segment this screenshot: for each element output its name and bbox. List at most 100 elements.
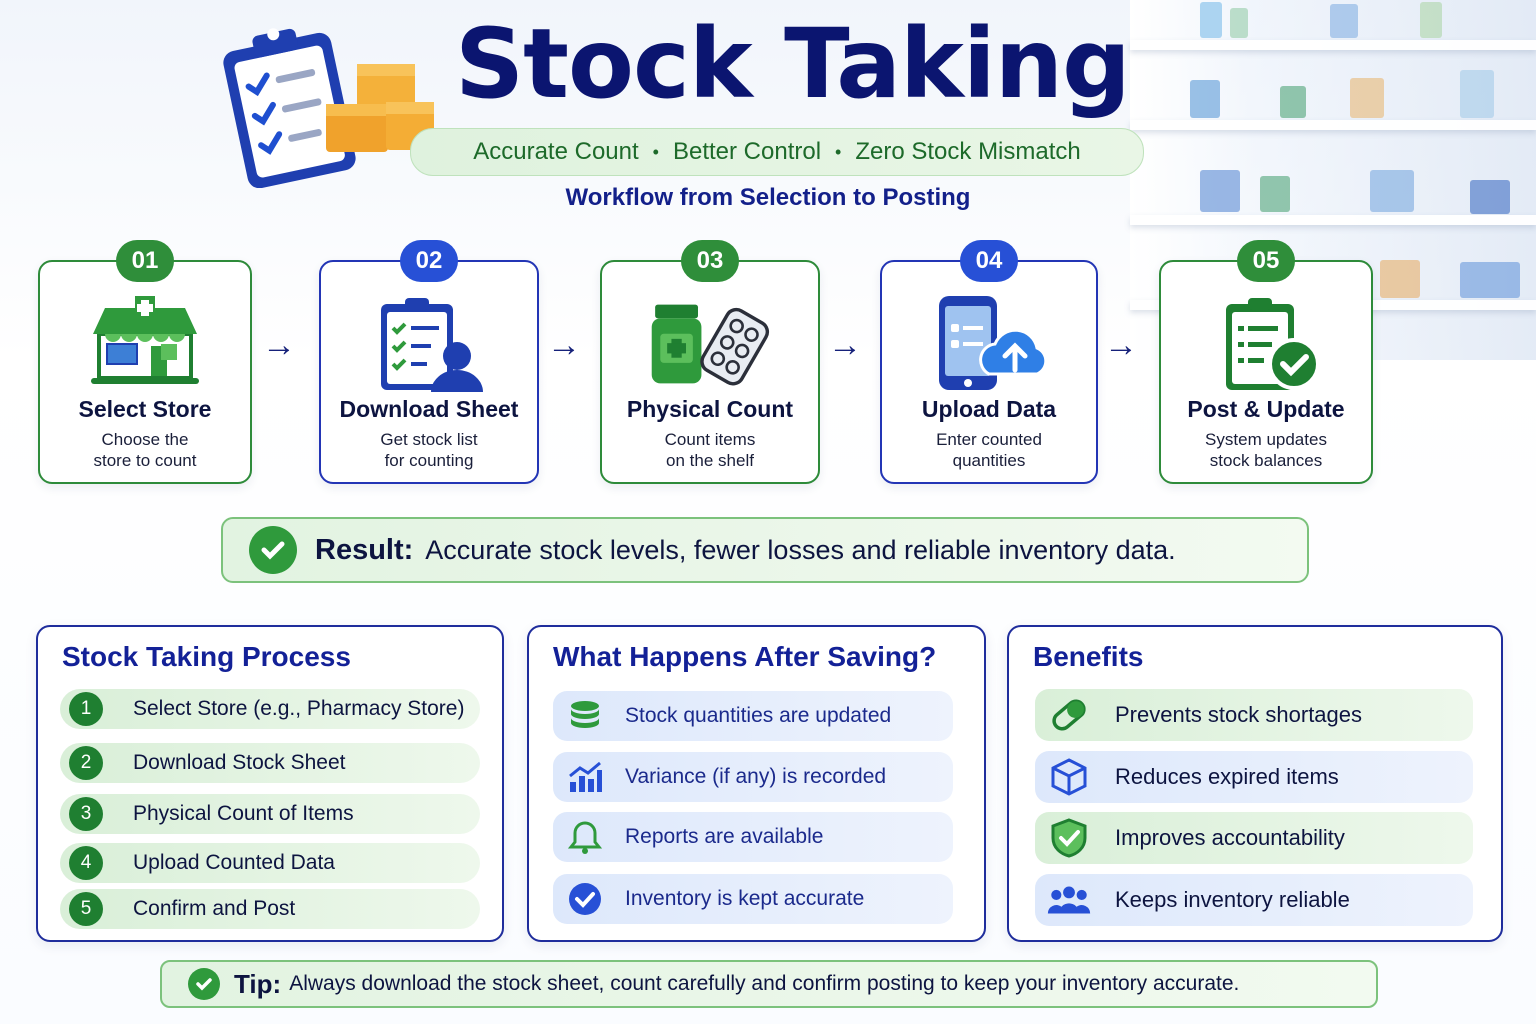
step-description: Count items on the shelf: [602, 429, 818, 471]
box-icon: [1047, 757, 1091, 797]
process-item-text: Confirm and Post: [133, 897, 296, 920]
page-title: Stock Taking: [455, 8, 1131, 120]
arrow-right-icon: →: [828, 326, 862, 364]
process-item: 3 Physical Count of Items: [60, 794, 480, 834]
process-item-text: Physical Count of Items: [133, 802, 354, 825]
clipboard-check-icon: [1226, 298, 1320, 390]
step-description-line: for counting: [384, 451, 474, 470]
pill-icon: [1047, 695, 1091, 735]
step-card-upload-data: 04 Upload Data Enter counted quantities: [880, 240, 1098, 484]
medicine-icon: [651, 304, 770, 386]
step-number-badge: 01: [116, 240, 174, 282]
check-circle-icon: [567, 881, 603, 917]
step-name: Download Sheet: [339, 396, 519, 422]
benefit-item-text: Improves accountability: [1115, 825, 1345, 850]
clipboard-boxes-logo-icon: [223, 28, 434, 188]
process-item-number: 5: [69, 892, 103, 926]
process-item: 2 Download Stock Sheet: [60, 743, 480, 783]
panel-title: Benefits: [1033, 641, 1144, 672]
process-item: 5 Confirm and Post: [60, 889, 480, 929]
step-number-badge: 04: [960, 240, 1018, 282]
panel-title: Stock Taking Process: [62, 641, 351, 672]
check-circle-icon: [188, 968, 220, 1000]
step-description-line: store to count: [93, 451, 197, 470]
after-saving-item: Reports are available: [553, 812, 953, 862]
benefit-item: Improves accountability: [1035, 812, 1473, 864]
process-item-text: Upload Counted Data: [133, 851, 335, 874]
step-description-line: stock balances: [1209, 451, 1323, 470]
after-saving-item-text: Stock quantities are updated: [625, 704, 892, 727]
chart-icon: [567, 759, 603, 795]
tagline-separator: •: [835, 141, 842, 162]
page-subtitle: Workflow from Selection to Posting: [565, 184, 971, 211]
after-saving-item: Variance (if any) is recorded: [553, 752, 953, 802]
step-description-line: quantities: [952, 451, 1026, 470]
benefit-item: Keeps inventory reliable: [1035, 874, 1473, 926]
after-saving-item-text: Reports are available: [625, 825, 824, 848]
shield-check-icon: [1047, 818, 1091, 858]
step-name: Physical Count: [626, 396, 794, 422]
tip-text: Always download the stock sheet, count c…: [289, 972, 1240, 995]
step-description-line: System updates: [1205, 430, 1327, 449]
benefit-item-text: Reduces expired items: [1115, 764, 1339, 789]
after-saving-item-text: Inventory is kept accurate: [625, 887, 865, 910]
after-saving-item: Stock quantities are updated: [553, 691, 953, 741]
tagline-item-1: Accurate Count: [473, 138, 639, 165]
after-saving-item-text: Variance (if any) is recorded: [625, 765, 887, 788]
after-saving-item: Inventory is kept accurate: [553, 874, 953, 924]
step-description-line: Enter counted: [936, 430, 1042, 449]
step-description: Choose the store to count: [40, 429, 250, 471]
step-number-badge: 05: [1237, 240, 1295, 282]
tagline-separator: •: [652, 141, 659, 162]
database-icon: [567, 698, 603, 734]
process-item-text: Select Store (e.g., Pharmacy Store): [133, 697, 465, 720]
process-item-number: 3: [69, 797, 103, 831]
step-description-line: Choose the: [101, 430, 189, 449]
arrow-right-icon: →: [262, 326, 296, 364]
benefits-panel: Benefits Prevents stock shortages Reduce…: [1007, 625, 1503, 942]
panel-title: What Happens After Saving?: [553, 641, 937, 672]
benefit-item-text: Prevents stock shortages: [1115, 702, 1363, 727]
result-label: Result:: [315, 533, 414, 566]
process-panel: Stock Taking Process 1 Select Store (e.g…: [36, 625, 504, 942]
process-item-number: 1: [69, 692, 103, 726]
bell-icon: [567, 819, 603, 855]
result-banner: Result: Accurate stock levels, fewer los…: [221, 517, 1309, 583]
store-icon: [91, 296, 199, 384]
check-circle-icon: [249, 526, 297, 574]
step-card-download-sheet: 02 Download Sheet Get stock list for cou…: [319, 240, 539, 484]
tagline-item-3: Zero Stock Mismatch: [855, 138, 1081, 165]
step-card-select-store: 01 Select Store Choose the store to coun…: [38, 240, 252, 484]
arrow-right-icon: →: [547, 326, 581, 364]
phone-upload-icon: [939, 296, 1048, 390]
step-name: Upload Data: [921, 396, 1057, 422]
step-description: Enter counted quantities: [882, 429, 1096, 471]
benefit-item: Reduces expired items: [1035, 751, 1473, 803]
benefit-item: Prevents stock shortages: [1035, 689, 1473, 741]
process-item-number: 2: [69, 746, 103, 780]
arrow-right-icon: →: [1104, 326, 1138, 364]
tagline-pill: Accurate Count • Better Control • Zero S…: [410, 128, 1144, 176]
step-number-badge: 02: [400, 240, 458, 282]
step-description-line: Get stock list: [380, 430, 478, 449]
process-item-text: Download Stock Sheet: [133, 751, 346, 774]
step-name: Select Store: [78, 396, 212, 422]
process-item: 1 Select Store (e.g., Pharmacy Store): [60, 689, 480, 729]
step-name: Post & Update: [1187, 396, 1345, 422]
step-number-badge: 03: [681, 240, 739, 282]
tip-label: Tip:: [234, 968, 282, 999]
after-saving-panel: What Happens After Saving? Stock quantit…: [527, 625, 986, 942]
users-icon: [1047, 880, 1091, 920]
step-description: Get stock list for counting: [321, 429, 537, 471]
process-item-number: 4: [69, 846, 103, 880]
benefit-item-text: Keeps inventory reliable: [1115, 887, 1350, 912]
tip-banner: Tip: Always download the stock sheet, co…: [160, 960, 1378, 1008]
step-description-line: Count items: [664, 430, 756, 449]
tagline-item-2: Better Control: [672, 138, 822, 165]
process-item: 4 Upload Counted Data: [60, 843, 480, 883]
step-description: System updates stock balances: [1161, 429, 1371, 471]
clipboard-user-icon: [381, 298, 483, 392]
step-card-post-update: 05 Post & Update System updates stock ba…: [1159, 240, 1373, 484]
step-description-line: on the shelf: [666, 451, 754, 470]
step-card-physical-count: 03 Physical Count Count items on the she…: [600, 240, 820, 484]
